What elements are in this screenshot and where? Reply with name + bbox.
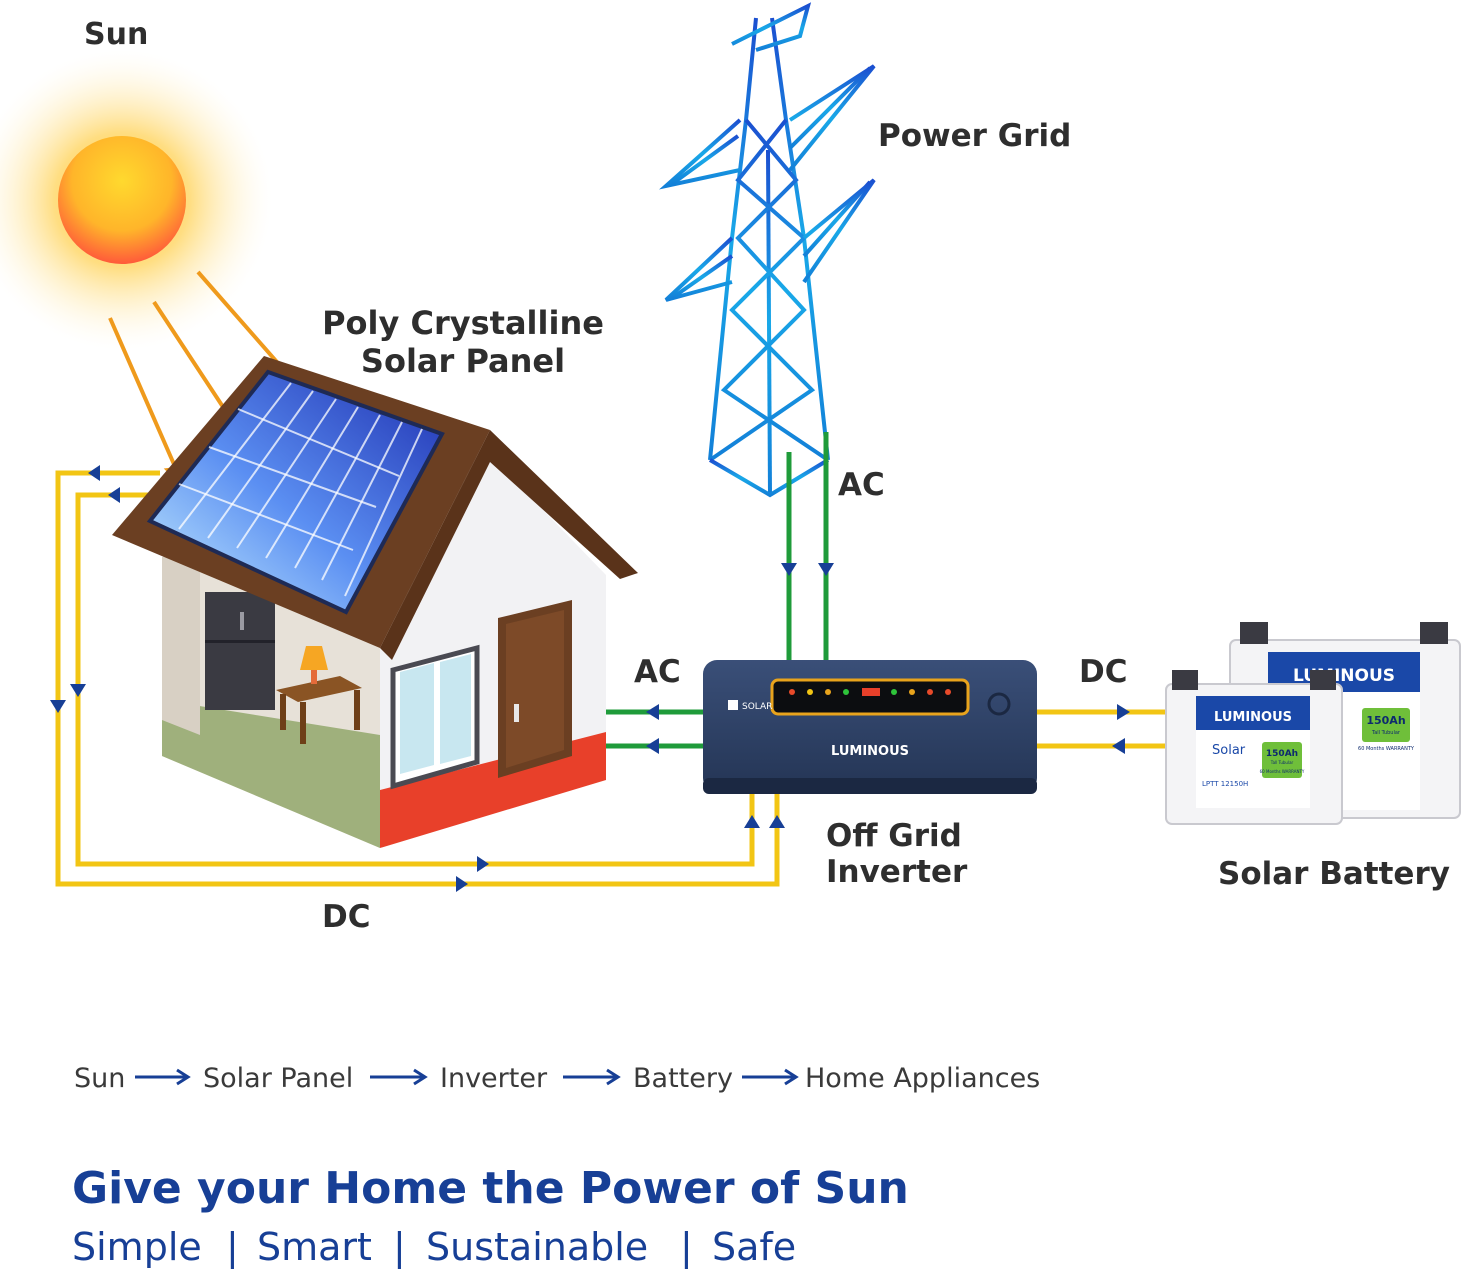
- tagline-values: Simple | Smart | Sustainable | Safe: [72, 1225, 796, 1269]
- flow-step-solar-panel: Solar Panel: [203, 1063, 353, 1094]
- flow-arrow-icon: [135, 1068, 191, 1086]
- dc-panel-label: DC: [322, 899, 370, 935]
- sun-graphic: [0, 50, 272, 350]
- arrow-down-icon: [50, 700, 66, 713]
- headline: Give your Home the Power of Sun: [72, 1163, 909, 1214]
- dc-battery-label: DC: [1079, 654, 1127, 690]
- battery-front-warranty: 60 Months WARRANTY: [1260, 769, 1305, 774]
- arrow-left-icon: [88, 465, 100, 481]
- solar-panel-label-line2: Solar Panel: [361, 342, 565, 380]
- ac-grid-arrows: [781, 563, 834, 576]
- battery-back-type: Tall Tubular: [1371, 730, 1401, 736]
- tagline-separator: |: [680, 1225, 693, 1269]
- arrow-down-icon: [818, 563, 834, 576]
- arrow-down-icon: [70, 684, 86, 697]
- sun-label: Sun: [84, 17, 148, 52]
- battery-front-capacity: 150Ah: [1266, 749, 1298, 759]
- battery-dc-wires: [1036, 709, 1168, 749]
- flow-arrow-icon: [742, 1068, 799, 1086]
- arrow-right-icon: [456, 876, 468, 892]
- arrow-up-icon: [744, 815, 760, 828]
- solar-battery-label: Solar Battery: [1218, 856, 1450, 892]
- power-grid-label: Power Grid: [878, 118, 1071, 154]
- solar-panel-graphic: [146, 369, 445, 615]
- flow-step-sun: Sun: [74, 1063, 125, 1094]
- ac-grid-label: AC: [838, 467, 885, 503]
- arrow-left-icon: [108, 487, 120, 503]
- inverter-brand-text: LUMINOUS: [831, 744, 909, 759]
- solar-panel-label-line1: Poly Crystalline: [322, 304, 604, 342]
- arrow-up-icon: [769, 815, 785, 828]
- arrow-right-icon: [477, 856, 489, 872]
- flow-arrow-icon: [370, 1068, 428, 1086]
- tagline-smart: Smart: [257, 1225, 372, 1269]
- flow-step-battery: Battery: [633, 1063, 733, 1094]
- flow-step-home-appliances: Home Appliances: [805, 1063, 1040, 1094]
- tagline-separator: |: [226, 1225, 239, 1269]
- inverter-logo-text: SOLAR: [742, 702, 772, 712]
- inverter-indicator-lights: [789, 688, 951, 696]
- battery-front-brand: LUMINOUS: [1214, 710, 1292, 725]
- inverter-graphic: SOLAR LUMINOUS: [703, 660, 1037, 794]
- ac-home-arrows: [646, 704, 659, 754]
- inverter-label-line1: Off Grid: [826, 818, 962, 854]
- dc-wire-arrows: [50, 465, 785, 892]
- tagline-simple: Simple: [72, 1225, 202, 1269]
- arrow-right-icon: [1117, 704, 1130, 720]
- arrow-down-icon: [781, 563, 797, 576]
- power-grid-tower-graphic: [659, 2, 876, 498]
- dc-battery-arrows: [1112, 704, 1130, 754]
- tagline-safe: Safe: [712, 1225, 796, 1269]
- battery-front-model: LPTT 12150H: [1202, 780, 1248, 788]
- tagline-separator: |: [393, 1225, 406, 1269]
- ac-home-label: AC: [634, 654, 681, 690]
- tagline-sustainable: Sustainable: [426, 1225, 648, 1269]
- arrow-left-icon: [646, 704, 659, 720]
- battery-front-logo: Solar: [1212, 743, 1246, 758]
- battery-front-graphic: LUMINOUS Solar 150Ah Tall Tubular 60 Mon…: [1165, 670, 1343, 825]
- inverter-label-line2: Inverter: [826, 854, 968, 890]
- grid-ac-wires: [786, 432, 829, 662]
- battery-back-warranty: 60 Months WARRANTY: [1358, 746, 1415, 752]
- arrow-left-icon: [1112, 738, 1125, 754]
- arrow-left-icon: [646, 738, 659, 754]
- battery-back-capacity: 150Ah: [1366, 714, 1405, 727]
- battery-front-type: Tall Tubular: [1270, 760, 1294, 765]
- flow-step-inverter: Inverter: [440, 1063, 548, 1094]
- flow-arrow-icon: [563, 1068, 621, 1086]
- energy-flow-sequence: Sun Solar Panel Inverter Battery Home Ap…: [74, 1063, 1040, 1094]
